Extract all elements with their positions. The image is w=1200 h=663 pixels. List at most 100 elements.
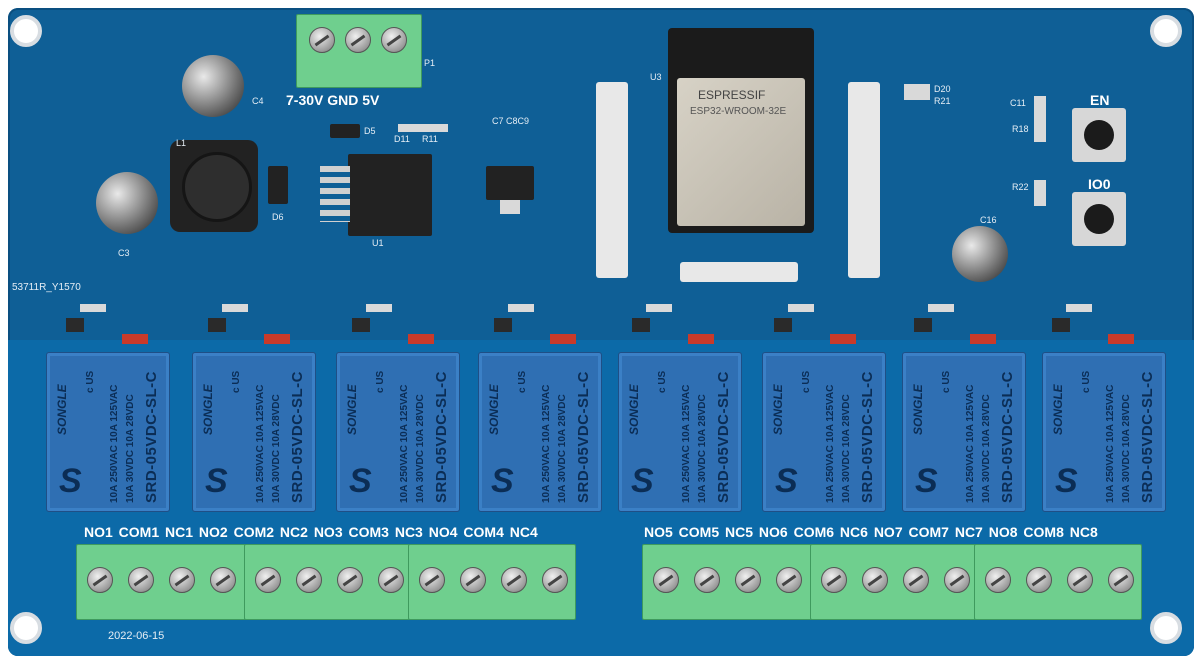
screw-icon[interactable] [460,567,486,593]
screw-icon[interactable] [944,567,970,593]
relay-rating-ac: 10A 250VAC 10A 125VAC [681,384,692,503]
screw-icon[interactable] [903,567,929,593]
screw-icon[interactable] [337,567,363,593]
resistor-pair [928,304,954,312]
pin-header-left [596,82,628,278]
relay-brand: SONGLE [487,384,501,435]
relay-ul-mark: c US [1081,370,1092,393]
led-d5 [688,334,714,344]
screw-icon[interactable] [381,27,407,53]
resistor-pair [646,304,672,312]
relay-ul-mark: c US [801,370,812,393]
relay-brand: SONGLE [55,384,69,435]
terminal-block-5 [810,544,976,620]
screw-icon[interactable] [345,27,371,53]
mounting-hole-top-left [10,15,42,47]
screw-icon[interactable] [210,567,236,593]
screw-icon[interactable] [128,567,154,593]
songle-logo-icon: S [205,462,228,500]
screw-icon[interactable] [309,27,335,53]
capacitor-c4 [182,55,244,117]
serial-label: 53711R_Y1570 [12,282,81,293]
c16-label: C16 [980,215,997,225]
songle-logo-icon: S [631,462,654,500]
relay-ul-mark: c US [231,370,242,393]
u3-label: U3 [650,72,662,82]
screw-icon[interactable] [735,567,761,593]
relay-model: SRD-05VDC-SL-C [859,370,876,503]
mounting-hole-top-right [1150,15,1182,47]
screw-icon[interactable] [985,567,1011,593]
relay-brand: SONGLE [345,384,359,435]
screw-icon[interactable] [87,567,113,593]
en-button[interactable] [1072,108,1126,162]
screw-icon[interactable] [694,567,720,593]
c11-label: C11 [1010,98,1026,108]
relay-ul-mark: c US [517,370,528,393]
screw-icon[interactable] [501,567,527,593]
r21-label: R21 [934,96,951,106]
relay-rating-ac: 10A 250VAC 10A 125VAC [541,384,552,503]
relay-brand: SONGLE [1051,384,1065,435]
resistor-pair [222,304,248,312]
en-button-cap[interactable] [1084,120,1114,150]
l1-label: L1 [176,138,187,148]
capacitor-c16 [952,226,1008,282]
relay-rating-dc: 10A 30VDC 10A 28VDC [557,394,568,503]
r22-label: R22 [1012,182,1029,192]
io0-button-cap[interactable] [1084,204,1114,234]
screw-icon[interactable] [169,567,195,593]
relay-model: SRD-05VDC-SL-C [433,370,450,503]
led-d1 [122,334,148,344]
transistor-q8 [1052,318,1070,332]
screw-icon[interactable] [1026,567,1052,593]
ldo-regulator [486,166,534,200]
relay-rating-dc: 10A 30VDC 10A 28VDC [981,394,992,503]
esp32-brand: ESPRESSIF [698,88,766,102]
diode-d6 [268,166,288,204]
resistor-pair [788,304,814,312]
screw-icon[interactable] [1067,567,1093,593]
transistor-q3 [352,318,370,332]
smd-d20 [904,84,930,100]
c4-label: C4 [252,96,264,106]
relay-model: SRD-05VDC-SL-C [715,370,732,503]
led-d6 [830,334,856,344]
terminal-block-6 [974,544,1142,620]
smd-d11 [398,124,448,132]
relay-rating-ac: 10A 250VAC 10A 125VAC [399,384,410,503]
screw-icon[interactable] [862,567,888,593]
u1-label: U1 [372,238,384,248]
screw-icon[interactable] [776,567,802,593]
led-d2 [264,334,290,344]
resistor-pair [1066,304,1092,312]
terminal-block-3 [408,544,576,620]
mounting-hole-bottom-right [1150,612,1182,644]
relay-rating-ac: 10A 250VAC 10A 125VAC [1105,384,1116,503]
screw-icon[interactable] [296,567,322,593]
relay-model: SRD-05VDC-SL-C [143,370,160,503]
screw-icon[interactable] [255,567,281,593]
relay-brand: SONGLE [627,384,641,435]
terminal-block-4 [642,544,812,620]
screw-icon[interactable] [821,567,847,593]
led-d8 [1108,334,1134,344]
screw-icon[interactable] [1108,567,1134,593]
transistor-q6 [774,318,792,332]
screw-icon[interactable] [542,567,568,593]
screw-icon[interactable] [378,567,404,593]
relay-brand: SONGLE [201,384,215,435]
screw-icon[interactable] [653,567,679,593]
resistor-pair [366,304,392,312]
relay-rating-dc: 10A 30VDC 10A 28VDC [125,394,136,503]
relay-rating-dc: 10A 30VDC 10A 28VDC [841,394,852,503]
screw-icon[interactable] [419,567,445,593]
relay-rating-dc: 10A 30VDC 10A 28VDC [415,394,426,503]
io0-button[interactable] [1072,192,1126,246]
p1-label: P1 [424,58,436,68]
